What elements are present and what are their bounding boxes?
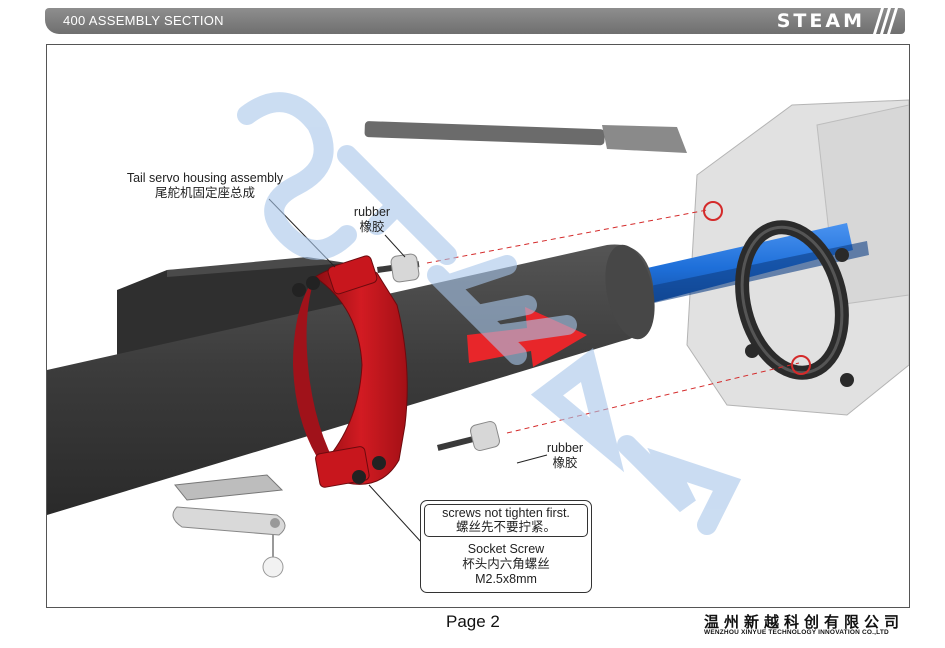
- screw-spec: Socket Screw 杯头内六角螺丝 M2.5x8mm: [421, 542, 591, 587]
- header-bar: 400 ASSEMBLY SECTION STEAM: [45, 8, 905, 34]
- rubber-bottom: [437, 421, 500, 451]
- company-name-cn: 温州新越科创有限公司: [704, 614, 905, 631]
- screw-size: M2.5x8mm: [475, 572, 537, 586]
- callout-rubber-top-cn: 橡胶: [359, 220, 385, 234]
- callout-tail-servo-housing-cn: 尾舵机固定座总成: [154, 186, 255, 200]
- screw-part-cn: 杯头内六角螺丝: [462, 557, 550, 571]
- callout-rubber-bottom-en: rubber: [546, 441, 584, 455]
- hole-marker-top: [703, 201, 723, 221]
- callout-tail-servo-housing: Tail servo housing assembly 尾舵机固定座总成: [107, 171, 303, 201]
- steam-watermark: [237, 92, 742, 535]
- servo-arm: [172, 474, 286, 578]
- red-housing-clamp: [292, 255, 408, 488]
- company-name-en: WENZHOU XINYUE TECHNOLOGY INNOVATION CO.…: [704, 629, 889, 636]
- callout-tail-servo-housing-en: Tail servo housing assembly: [126, 171, 284, 185]
- callout-rubber-top: rubber 橡胶: [347, 205, 397, 235]
- screw-part-en: Socket Screw: [467, 542, 545, 556]
- push-rod: [364, 121, 687, 153]
- brand-stripes-icon: [873, 8, 898, 34]
- brand-logo: STEAM: [776, 10, 865, 32]
- page-number: Page 2: [446, 612, 500, 631]
- hole-marker-bottom: [791, 355, 811, 375]
- rubber-top: [377, 253, 420, 283]
- alignment-guides: [426, 209, 800, 434]
- callout-rubber-top-en: rubber: [353, 205, 391, 219]
- screw-warning-cn: 螺丝先不要拧紧。: [455, 520, 556, 534]
- screw-note-box: screws not tighten first. 螺丝先不要拧紧。 Socke…: [420, 500, 592, 593]
- assembly-illustration: [47, 92, 909, 578]
- screw-warning-en: screws not tighten first.: [442, 506, 570, 520]
- callout-rubber-bottom-cn: 橡胶: [552, 456, 578, 470]
- assembly-diagram: Tail servo housing assembly 尾舵机固定座总成 rub…: [46, 44, 910, 608]
- tail-case-mount: [735, 220, 854, 387]
- callout-rubber-bottom: rubber 橡胶: [540, 441, 590, 471]
- section-title: 400 ASSEMBLY SECTION: [63, 13, 224, 28]
- screw-warning: screws not tighten first. 螺丝先不要拧紧。: [424, 504, 588, 537]
